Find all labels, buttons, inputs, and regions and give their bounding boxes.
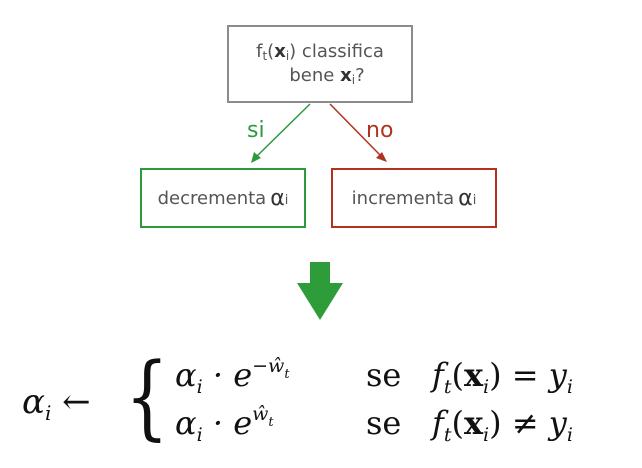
question-mark: ? (355, 65, 365, 86)
down-arrow-icon (297, 262, 343, 320)
row1-close-paren: ) (489, 356, 502, 394)
question-i-sub: i (285, 48, 290, 63)
row1-expression: αi · e−ŵt (175, 355, 290, 398)
yes-branch-line (255, 103, 311, 158)
question-f: f (256, 40, 263, 62)
row1-open-paren: ( (451, 356, 464, 394)
row2-f: f (432, 404, 444, 442)
row1-equals: = (501, 356, 549, 394)
question-line-1: ft(xi) classifica (256, 40, 384, 64)
row1-f: f (432, 356, 444, 394)
row2-close-paren: ) (489, 404, 502, 442)
row2-alpha: α (175, 404, 197, 442)
question-line-2: bene xi? (275, 64, 364, 88)
question-box: ft(xi) classifica bene xi? (227, 25, 413, 103)
row1-condition: ft(xi) = yi (432, 356, 573, 398)
row1-alpha: α (175, 356, 197, 394)
row2-y: y (548, 404, 567, 442)
row2-not-equals: ≠ (501, 404, 549, 442)
row1-f-sub: t (443, 376, 452, 398)
question-close-paren: ) (289, 40, 297, 62)
assign-arrow: ← (51, 382, 91, 422)
decrease-label: decrementa (157, 187, 267, 209)
row1-alpha-sub: i (196, 376, 203, 398)
row1-exponent: −ŵ (252, 355, 285, 377)
no-label: no (366, 118, 394, 143)
lhs-alpha-sub: i (44, 401, 52, 425)
row1-x-sub: i (483, 376, 490, 398)
increase-label: incrementa (351, 187, 455, 209)
question-t-sub: t (262, 48, 268, 63)
row1-y-sub: i (566, 376, 573, 398)
row1-dot-e: · e (202, 356, 253, 394)
question-open-paren: ( (267, 40, 275, 62)
question-x: x (274, 40, 286, 62)
decrease-alpha-sub: i (284, 192, 289, 208)
row2-alpha-sub: i (196, 424, 203, 446)
row2-x: x (463, 404, 484, 442)
row1-y: y (548, 356, 567, 394)
no-branch-line (329, 103, 382, 157)
row2-condition: ft(xi) ≠ yi (432, 404, 573, 446)
formula-lhs: αi ← (22, 382, 91, 425)
row2-dot-e: · e (202, 404, 253, 442)
row1-exponent-sub: t (284, 367, 290, 382)
lhs-alpha: α (22, 382, 45, 422)
left-brace: { (125, 343, 169, 450)
row2-expression: αi · eŵt (175, 403, 274, 446)
decrease-alpha: α (270, 185, 285, 211)
yes-branch-arrowhead (251, 152, 261, 163)
question-x-2: x (340, 65, 352, 86)
increase-alpha-sub: i (472, 192, 477, 208)
question-bene: bene (289, 65, 341, 86)
question-i-sub-2: i (351, 73, 356, 87)
row2-open-paren: ( (451, 404, 464, 442)
row1-x: x (463, 356, 484, 394)
row2-exponent-sub: t (268, 415, 274, 430)
yes-label: si (247, 118, 265, 143)
increase-alpha: α (458, 185, 473, 211)
row1-se: se (366, 356, 402, 394)
question-rest: classifica (296, 40, 384, 62)
row2-se: se (366, 404, 402, 442)
row2-f-sub: t (443, 424, 452, 446)
row2-exponent: ŵ (252, 403, 269, 425)
row2-y-sub: i (566, 424, 573, 446)
row2-x-sub: i (483, 424, 490, 446)
no-branch-arrowhead (376, 152, 387, 162)
